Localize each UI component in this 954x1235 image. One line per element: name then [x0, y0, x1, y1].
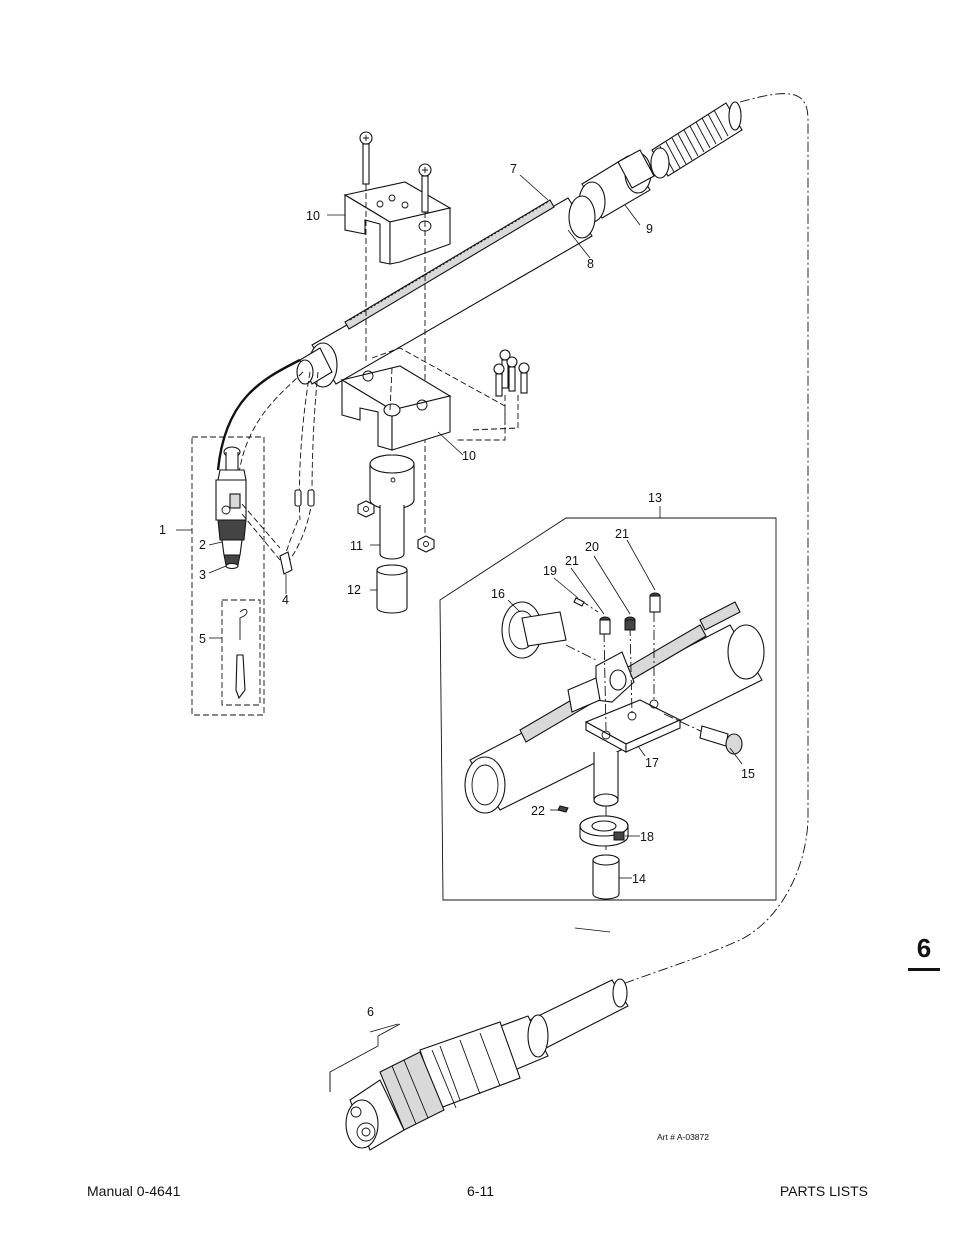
callout-labels: 1 2 3 4 5 6 7 8 9 10 10 11 12 13 14 15 1…	[159, 162, 755, 1019]
flexible-hose	[650, 101, 743, 179]
gear-rack-7	[344, 199, 555, 330]
screw-21-left	[599, 616, 611, 635]
callout-5: 5	[199, 632, 206, 646]
rack-carriage-17	[567, 651, 682, 807]
positioner-tube-8	[296, 195, 596, 388]
tip-3	[223, 554, 241, 570]
screw-21-right	[649, 592, 661, 613]
callout-10-upper: 10	[306, 209, 320, 223]
shield-cup-2	[217, 519, 247, 556]
set-screw-20	[624, 616, 636, 631]
callout-17: 17	[645, 756, 659, 770]
screw-upper-a	[359, 131, 373, 185]
set-screw-22	[557, 805, 569, 813]
callout-21-left: 21	[565, 554, 579, 568]
mounting-pin-11	[369, 454, 415, 560]
callout-9: 9	[646, 222, 653, 236]
knob-16	[501, 601, 567, 659]
callout-2: 2	[199, 538, 206, 552]
tool-kit-box	[221, 599, 261, 706]
callout-7: 7	[510, 162, 517, 176]
callout-14: 14	[632, 872, 646, 886]
pin-19	[573, 597, 585, 607]
callout-10-lower: 10	[462, 449, 476, 463]
callout-12: 12	[347, 583, 361, 597]
mounting-block-10-upper	[343, 181, 452, 265]
hex-nut-left	[357, 500, 375, 518]
mounting-block-10-lower	[340, 365, 452, 451]
callout-3: 3	[199, 568, 206, 582]
coupling-9	[578, 149, 655, 223]
callout-13: 13	[648, 491, 662, 505]
hex-nut-right	[417, 535, 435, 553]
torch-head-1	[215, 446, 247, 521]
sleeve-12	[376, 564, 408, 614]
rack-assembly-box-13	[439, 517, 777, 901]
footer-section-title: PARTS LISTS	[779, 1183, 868, 1199]
callout-6: 6	[367, 1005, 374, 1019]
connector-terminals	[294, 489, 315, 507]
torch-head-group-box	[191, 436, 265, 716]
bushing-14	[592, 854, 620, 900]
callout-16: 16	[491, 587, 505, 601]
callout-11: 11	[350, 539, 363, 553]
callout-1: 1	[159, 523, 166, 537]
torch-cable	[216, 358, 301, 471]
art-number: Art # A-03872	[657, 1132, 709, 1142]
screw-upper-b	[418, 163, 432, 213]
tool-5	[235, 609, 248, 700]
collar-18	[579, 815, 629, 847]
callout-15: 15	[741, 767, 755, 781]
section-tab-rule	[908, 968, 940, 971]
callout-19: 19	[543, 564, 557, 578]
leader-lines	[176, 174, 743, 879]
callout-21-right: 21	[615, 527, 629, 541]
footer-manual-number: Manual 0-4641	[87, 1183, 181, 1199]
torch-lead-connector-6	[345, 978, 629, 1151]
thumbscrew-15	[699, 725, 743, 755]
callout-4: 4	[282, 593, 289, 607]
screw-set-lower	[493, 349, 530, 397]
callout-18: 18	[640, 830, 654, 844]
callout-22: 22	[531, 804, 545, 818]
footer-page-number: 6-11	[467, 1183, 494, 1199]
section-tab-number: 6	[916, 933, 932, 963]
callout-20: 20	[585, 540, 599, 554]
clip-4	[279, 551, 293, 575]
callout-8: 8	[587, 257, 594, 271]
